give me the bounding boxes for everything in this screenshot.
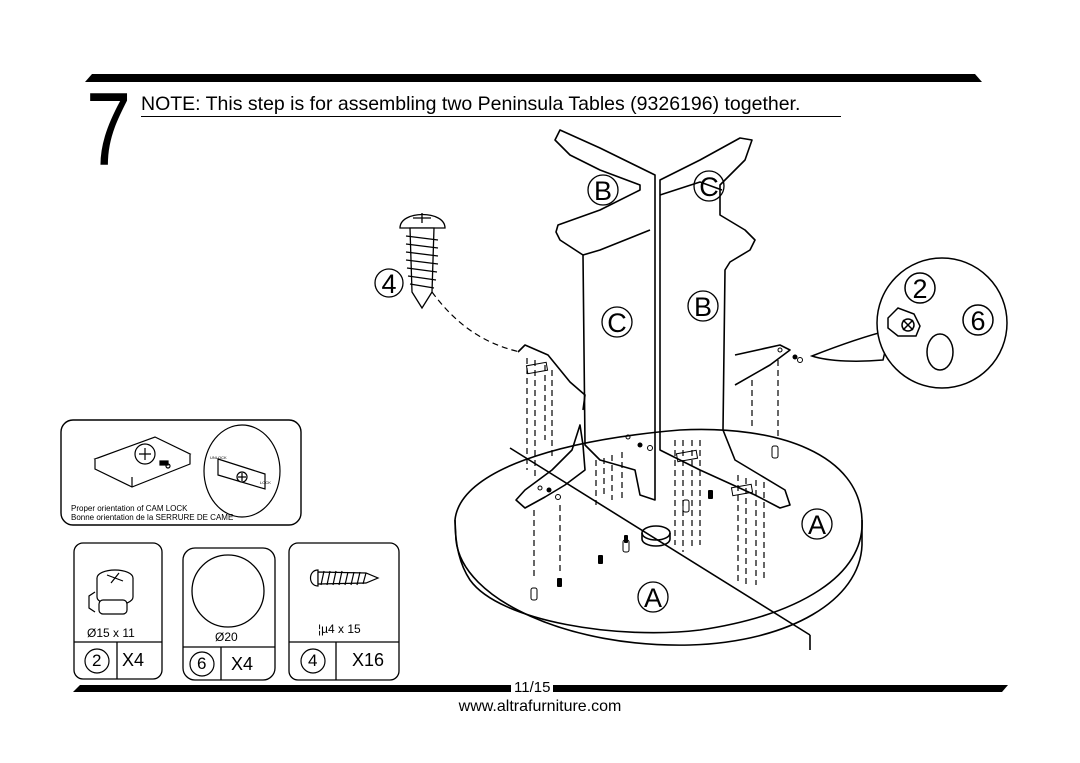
label-c-lower: C	[607, 308, 627, 338]
cam-lock-icon	[88, 569, 134, 615]
tabletop-edge	[454, 519, 863, 646]
label-c-upper: C	[699, 172, 719, 202]
website-url[interactable]: www.altrafurniture.com	[458, 698, 622, 715]
cap-cover-icon	[191, 554, 265, 628]
label-a-left: A	[644, 583, 662, 613]
part-4-spec: ¦µ4 x 15	[318, 622, 361, 636]
part-4-box	[288, 542, 400, 681]
label-b-upper: B	[594, 176, 612, 206]
tabletop-surface	[454, 428, 863, 634]
foot-right-rear	[734, 344, 791, 386]
screw-icon	[399, 213, 446, 310]
top-rule	[85, 74, 982, 82]
cam-lock-orientation-box: UNLOCK LOCK	[60, 419, 302, 526]
page-number: 11/15	[511, 680, 554, 696]
detail-bubble	[809, 257, 1008, 389]
part-6-number: 6	[197, 654, 207, 673]
svg-text:UNLOCK: UNLOCK	[210, 455, 227, 460]
label-b-lower: B	[694, 292, 712, 322]
part-6-box	[182, 547, 276, 681]
part-2-number: 2	[92, 651, 102, 670]
part-4-qty: X16	[352, 650, 385, 670]
screw-callout-number: 4	[381, 269, 396, 299]
foot-left-front	[515, 424, 586, 509]
step-number: 7	[86, 72, 131, 188]
part-6-spec: Ø20	[215, 630, 238, 644]
part-4-number: 4	[308, 651, 318, 670]
part-2-spec: Ø15 x 11	[87, 626, 135, 640]
part-2-box	[73, 542, 163, 680]
svg-text:LOCK: LOCK	[260, 480, 271, 485]
leg-panel-right	[659, 137, 791, 509]
cam-lock-note-line1: Proper orientation of CAM LOCK	[71, 504, 188, 513]
detail-cap-number: 6	[970, 306, 985, 336]
label-a-right: A	[808, 510, 826, 540]
note-underline	[141, 116, 841, 117]
tabletop-seam	[509, 447, 811, 636]
screw-icon	[309, 569, 380, 587]
detail-cam-number: 2	[912, 274, 927, 304]
part-2-qty: X4	[122, 650, 145, 670]
cam-lock-note-line2: Bonne orientation de la SERRURE DE CAME	[71, 513, 234, 522]
foot-left-rear	[517, 344, 586, 411]
step-note: NOTE: This step is for assembling two Pe…	[141, 93, 801, 115]
part-6-qty: X4	[231, 654, 254, 674]
